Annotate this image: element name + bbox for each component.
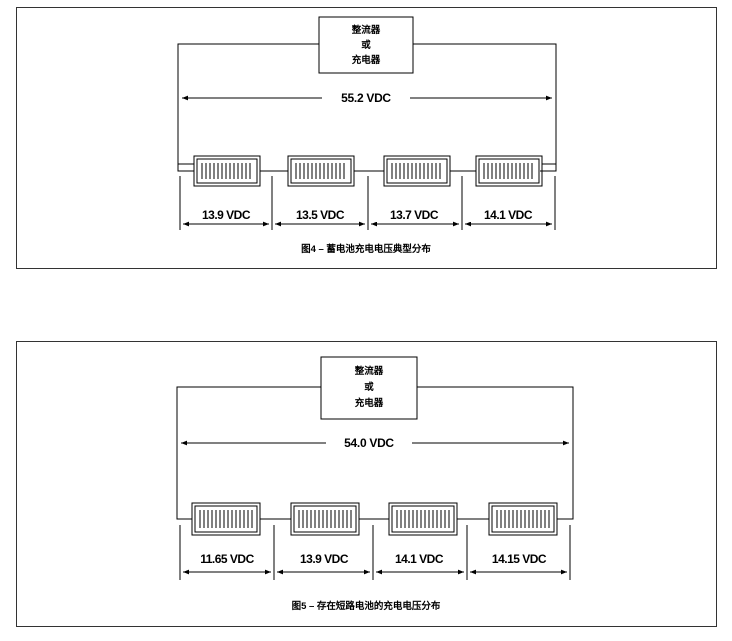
figure-5: 整流器 或 充电器 54.0 VDC: [16, 341, 717, 627]
battery-cell: [191, 502, 261, 536]
battery-string: [177, 502, 573, 536]
charger-label-line1: 整流器: [351, 24, 381, 36]
battery-cell: [290, 502, 360, 536]
battery-cell: [488, 502, 558, 536]
charger-label-line1: 整流器: [354, 365, 384, 377]
battery-voltage-dimensions: 11.65 VDC 13.9 VDC 14.1 VDC 14.15 VDC: [179, 525, 571, 580]
figure-4: 整流器 或 充电器 55.2 VDC: [16, 7, 717, 269]
total-voltage-dimension: 54.0 VDC: [181, 436, 569, 450]
charger-label-line3: 充电器: [352, 54, 381, 66]
battery-cell: [193, 155, 261, 187]
battery-cell: [287, 155, 355, 187]
battery-voltage-dimensions: 13.9 VDC 13.5 VDC 13.7 VDC 14.1 VDC: [179, 176, 556, 230]
battery-cell: [388, 502, 458, 536]
battery-voltage-label: 14.1 VDC: [484, 208, 533, 222]
circuit-wire: [177, 43, 557, 165]
charger-label-line3: 充电器: [355, 397, 384, 409]
battery-string: [177, 155, 557, 187]
battery-voltage-label: 13.7 VDC: [390, 208, 439, 222]
total-voltage-label: 55.2 VDC: [341, 91, 391, 105]
charger-label-line2: 或: [364, 381, 374, 393]
total-voltage-dimension: 55.2 VDC: [182, 91, 552, 105]
battery-voltage-label: 13.9 VDC: [202, 208, 251, 222]
battery-voltage-label: 14.1 VDC: [395, 552, 444, 566]
battery-voltage-label: 14.15 VDC: [492, 552, 547, 566]
charger-box: 整流器 或 充电器: [318, 16, 414, 74]
charger-label-line2: 或: [361, 39, 371, 51]
battery-cell: [383, 155, 451, 187]
battery-cell: [475, 155, 543, 187]
battery-voltage-label: 13.9 VDC: [300, 552, 349, 566]
figure-4-frame: [16, 7, 717, 269]
figure-caption: 图4 – 蓄电池充电电压典型分布: [301, 243, 431, 255]
figure-caption: 图5 – 存在短路电池的充电电压分布: [292, 600, 441, 612]
figure-5-frame: [16, 341, 717, 627]
battery-voltage-label: 13.5 VDC: [296, 208, 345, 222]
total-voltage-label: 54.0 VDC: [344, 436, 394, 450]
charger-box: 整流器 或 充电器: [320, 356, 418, 420]
battery-voltage-label: 11.65 VDC: [200, 552, 254, 566]
